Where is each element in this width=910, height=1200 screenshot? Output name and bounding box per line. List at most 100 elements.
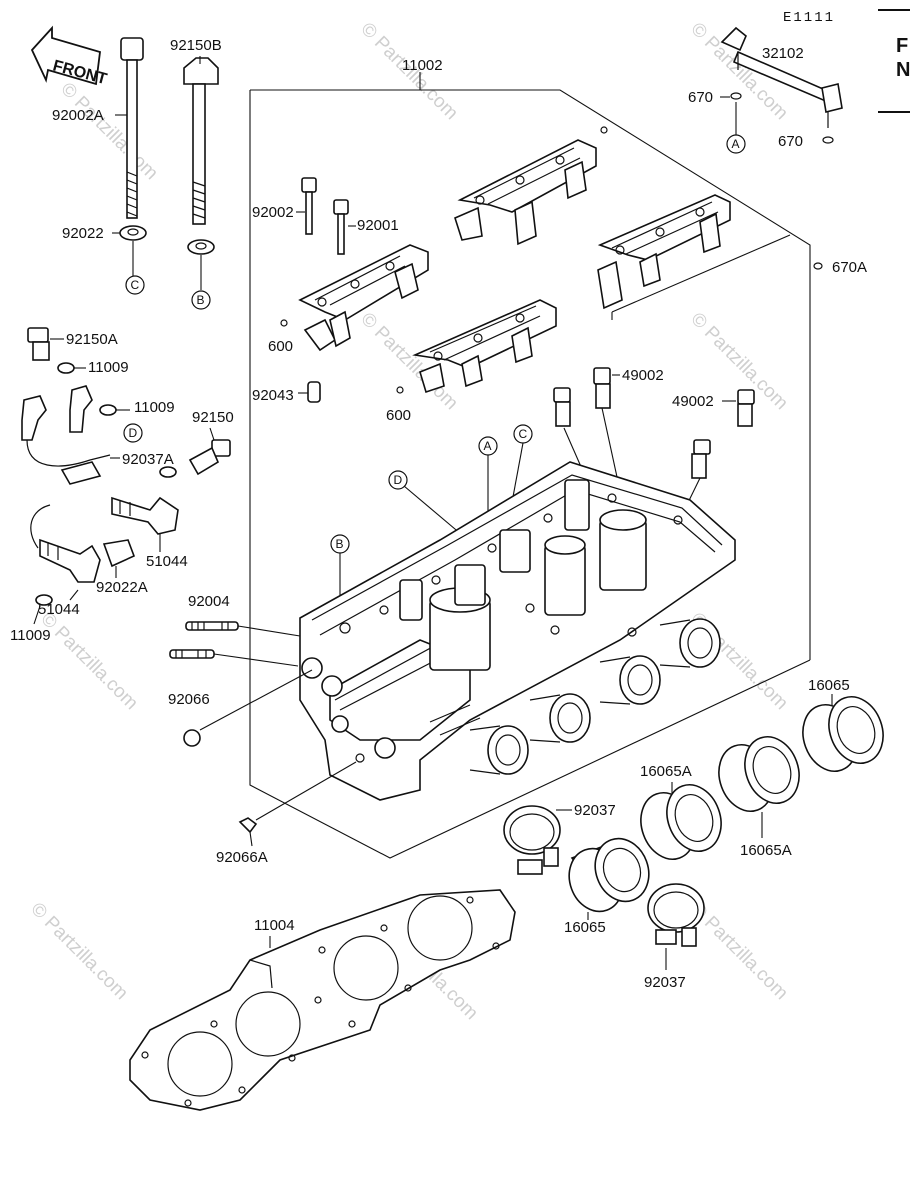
label-670: 670	[688, 89, 713, 106]
boot-16065	[802, 696, 884, 772]
svg-text:D: D	[129, 426, 138, 440]
bracket-92022A	[102, 539, 136, 568]
fitting-49002	[593, 367, 611, 409]
label-92066A: 92066A	[216, 849, 268, 866]
watermark: © Partzilla.com	[26, 899, 131, 1004]
label-16065: 16065	[564, 919, 606, 936]
label-600: 600	[268, 338, 293, 355]
bolt-92150B	[183, 57, 219, 225]
label-11004: 11004	[254, 917, 295, 934]
label-32102: 32102	[762, 45, 804, 62]
label-670: 670	[778, 133, 803, 150]
ref-D-head: D	[388, 470, 408, 490]
label-92022A: 92022A	[96, 579, 148, 596]
bolt-92002	[301, 177, 317, 235]
label-49002: 49002	[622, 367, 664, 384]
boot-16065A	[640, 784, 722, 860]
ref-A-head: A	[478, 436, 498, 456]
camshaft-cap-left	[298, 244, 429, 352]
washer	[159, 466, 177, 478]
label-92037: 92037	[574, 802, 616, 819]
washer-11009	[99, 404, 117, 416]
boot-16065A	[718, 736, 800, 812]
washer-11009	[35, 594, 53, 606]
intake-port	[659, 618, 721, 668]
ref-B-head: B	[330, 534, 350, 554]
label-92002: 92002	[252, 204, 294, 221]
bolt-92002A	[120, 37, 144, 219]
label-51044: 51044	[38, 601, 80, 618]
label-11002: 11002	[402, 57, 443, 74]
ref-C-top: C	[125, 275, 145, 295]
stud-92004	[185, 621, 239, 631]
watermark: © Partzilla.com	[56, 79, 161, 184]
camshaft-cap-right	[597, 194, 731, 310]
label-92037: 92037	[644, 974, 686, 991]
label-92043: 92043	[252, 387, 294, 404]
label-92002A: 92002A	[52, 107, 104, 124]
dowel-92043	[307, 381, 321, 403]
part-600	[280, 319, 288, 327]
label-600: 600	[386, 407, 411, 424]
head-assembly-outline	[249, 72, 811, 859]
svg-text:C: C	[131, 278, 140, 292]
corner-letter: N	[896, 59, 910, 81]
label-92150A: 92150A	[66, 331, 118, 348]
boot-16065	[568, 837, 650, 913]
label-92037A: 92037A	[122, 451, 174, 468]
label-11009: 11009	[88, 359, 129, 376]
svg-text:A: A	[484, 439, 492, 453]
camshaft-cap-mid-top	[454, 126, 608, 246]
label-92150B: 92150B	[170, 37, 222, 54]
camshaft-cap-mid-bottom	[412, 299, 557, 394]
plug-92066	[183, 729, 201, 747]
oring-670A	[813, 262, 823, 270]
corner-letter: F	[896, 35, 908, 57]
washer-92022	[119, 225, 147, 241]
ref-D-left: D	[123, 423, 143, 443]
intake-port	[599, 655, 661, 705]
bolt-92150	[188, 439, 231, 476]
ref-B-top: B	[191, 290, 211, 310]
svg-text:D: D	[394, 473, 403, 487]
plug-92066A	[238, 817, 258, 834]
label-92022: 92022	[62, 225, 104, 242]
stud-92004	[169, 649, 215, 659]
fitting-49002	[553, 387, 571, 427]
clamp-92037	[503, 805, 561, 875]
label-11009: 11009	[10, 627, 51, 644]
intake-port	[469, 725, 529, 775]
oring-670	[730, 92, 742, 100]
banjo-fitting	[21, 385, 111, 485]
label-92004: 92004	[188, 593, 230, 610]
label-16065A: 16065A	[640, 763, 692, 780]
fitting-51044	[111, 496, 179, 535]
svg-text:A: A	[732, 137, 740, 151]
watermark: © Partzilla.com	[36, 609, 141, 714]
bolt-92001	[333, 199, 349, 255]
fitting-49002	[691, 439, 711, 479]
front-arrow-icon: FRONT	[30, 25, 109, 88]
ref-A-right: A	[726, 134, 746, 154]
label-670A: 670A	[832, 259, 867, 276]
fitting-49002	[737, 389, 755, 427]
diagram-code: E1111	[783, 10, 835, 26]
svg-text:B: B	[336, 537, 344, 551]
washer-B	[187, 239, 215, 255]
label-51044: 51044	[146, 553, 188, 570]
label-16065A: 16065A	[740, 842, 792, 859]
tube-32102	[720, 26, 843, 128]
label-49002: 49002	[672, 393, 714, 410]
svg-text:C: C	[519, 427, 528, 441]
oring-670	[822, 136, 834, 144]
ref-C-head: C	[513, 424, 533, 444]
watermark: © Partzilla.com	[356, 309, 461, 414]
label-92066: 92066	[168, 691, 210, 708]
part-600	[396, 386, 404, 394]
label-92001: 92001	[357, 217, 399, 234]
label-16065: 16065	[808, 677, 850, 694]
washer-11009	[57, 362, 75, 374]
label-11009: 11009	[134, 399, 175, 416]
label-92150: 92150	[192, 409, 234, 426]
